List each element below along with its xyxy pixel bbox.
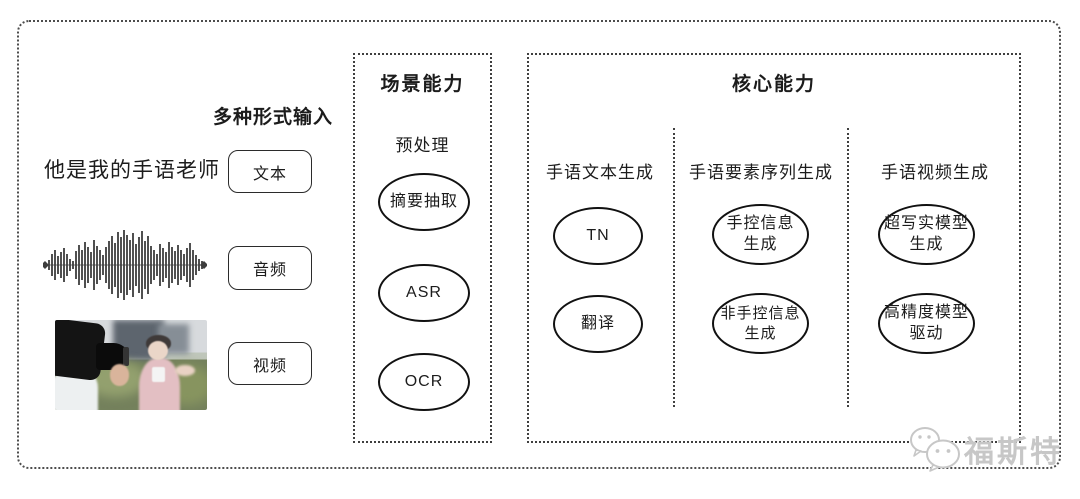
scene-panel-title: 场景能力 xyxy=(380,74,465,95)
column-label-sl-text-generation: 手语文本生成 xyxy=(546,163,654,182)
core-capability-panel: 核心能力 xyxy=(527,53,1021,443)
node-tn: TN xyxy=(553,207,643,265)
camera-filming-reporter-photo xyxy=(55,320,207,410)
node-asr: ASR xyxy=(378,264,470,322)
outer-dotted-border xyxy=(17,20,1061,469)
photo-reporter-body xyxy=(138,357,180,410)
core-panel-title: 核心能力 xyxy=(731,74,816,95)
photo-cameraman-hand xyxy=(109,364,130,386)
input-section-heading: 多种形式输入 xyxy=(212,107,333,128)
column-label-sl-video-generation: 手语视频生成 xyxy=(881,163,989,182)
node-hyperrealistic-model-generation: 超写实模型 生成 xyxy=(878,204,975,265)
column-label-sl-element-sequence-generation: 手语要素序列生成 xyxy=(689,163,833,182)
photo-camera-lens-ring xyxy=(123,347,130,366)
node-non-manual-info-generation: 非手控信息 生成 xyxy=(712,293,809,354)
node-translation: 翻译 xyxy=(553,295,643,353)
scene-capability-panel: 场景能力 预处理 xyxy=(353,53,492,443)
node-high-precision-model-driving: 高精度模型 驱动 xyxy=(878,293,975,354)
photo-reporter-arm xyxy=(175,365,195,376)
core-column-separator xyxy=(673,128,675,407)
input-type-audio-box: 音频 xyxy=(228,246,312,290)
watermark-text: 福斯特 xyxy=(964,436,1063,469)
node-manual-info-generation: 手控信息 生成 xyxy=(712,204,809,265)
core-column-separator xyxy=(847,128,849,407)
input-type-text-box: 文本 xyxy=(228,150,312,193)
input-type-video-box: 视频 xyxy=(228,342,312,385)
wechat-chat-bubbles-icon xyxy=(910,427,960,472)
node-ocr: OCR xyxy=(378,353,470,411)
audio-waveform-icon xyxy=(43,230,207,300)
photo-microphone xyxy=(151,366,166,383)
node-summary-extraction: 摘要抽取 xyxy=(378,173,470,231)
preprocess-label: 预处理 xyxy=(395,136,450,155)
watermark: 福斯特 xyxy=(906,425,1063,473)
photo-reporter-head xyxy=(148,340,169,360)
sample-sentence-text: 他是我的手语老师 xyxy=(44,159,220,182)
